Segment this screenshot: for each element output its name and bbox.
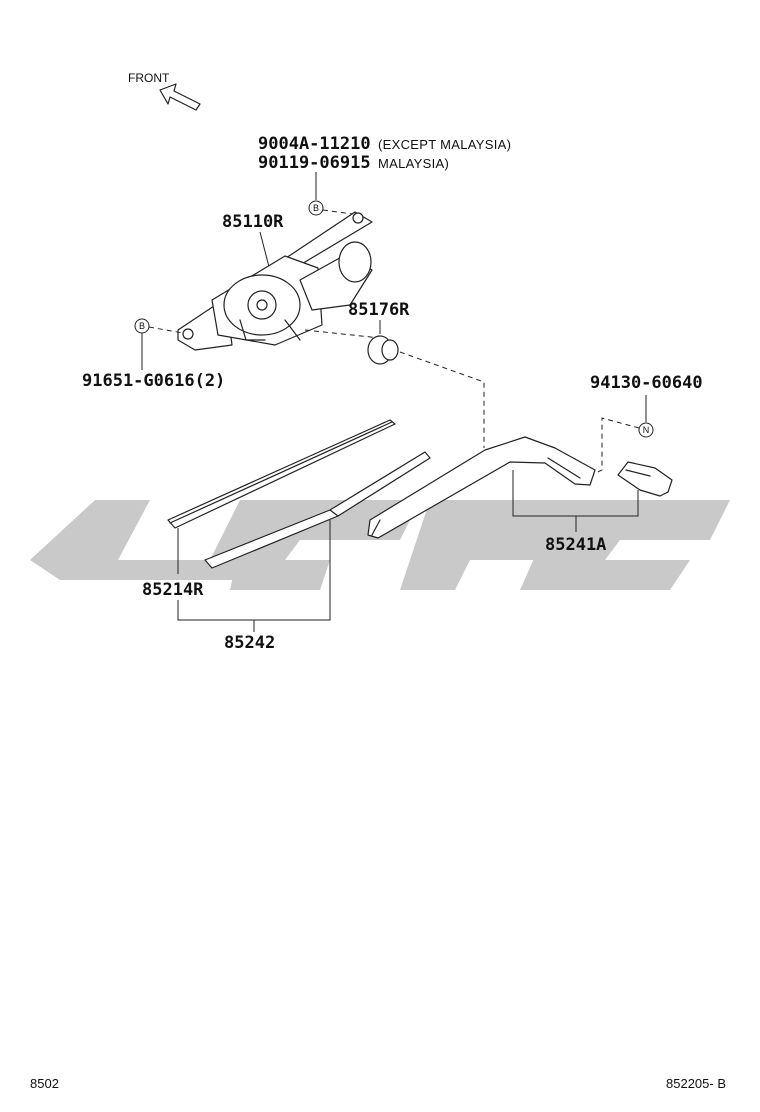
callout-n: N [638, 422, 654, 438]
svg-text:B: B [139, 321, 145, 331]
motor-part-number: 85110R [222, 212, 284, 232]
arm-part-number: 85241A [545, 535, 606, 555]
callout-b-left: B [134, 318, 150, 334]
wiper-arm [367, 436, 596, 539]
footer-right-code: 852205- B [666, 1076, 726, 1091]
footer-left-code: 8502 [30, 1076, 59, 1091]
svg-text:B: B [313, 203, 319, 213]
bolt-bottom-part-number: 91651-G0616(2) [82, 371, 225, 391]
front-arrow-icon [159, 83, 201, 111]
cap-part-number: 85176R [348, 300, 410, 320]
blade-rubber [167, 419, 396, 529]
pivot-cap [367, 335, 399, 365]
blade-assembly [204, 451, 431, 569]
bolt-except-malaysia-note: (EXCEPT MALAYSIA) [378, 137, 511, 152]
bolt-except-malaysia-part-number: 9004A-11210 [258, 134, 371, 154]
bolt-malaysia-note: MALAYSIA) [378, 156, 449, 171]
blade-assembly-part-number: 85242 [224, 633, 275, 653]
front-label: FRONT [128, 71, 170, 85]
blade-rubber-part-number: 85214R [142, 580, 204, 600]
arm-cover [617, 461, 673, 497]
callout-b-top: B [308, 200, 324, 216]
wiper-motor [177, 211, 373, 351]
bolt-malaysia-part-number: 90119-06915 [258, 153, 371, 173]
svg-text:N: N [643, 425, 650, 435]
nut-part-number: 94130-60640 [590, 373, 703, 393]
